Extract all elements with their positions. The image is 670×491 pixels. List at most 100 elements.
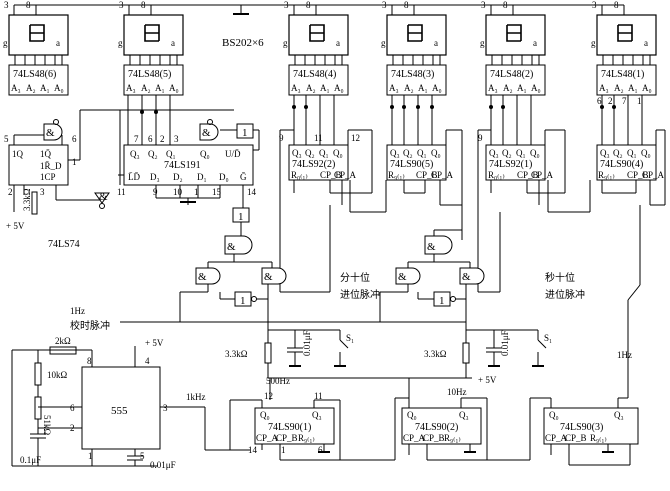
pin-6: 6 <box>70 403 75 413</box>
pin-q1: Q₁ <box>166 149 176 159</box>
pin-1: 1 <box>281 445 286 455</box>
pin-q3: Q₃ <box>130 149 140 159</box>
pin-q3: Q₃ <box>292 148 302 158</box>
pin-5: 5 <box>4 134 9 144</box>
chip-label: 74LS74 <box>48 239 80 250</box>
resistor-label: 51kΩ <box>42 415 52 436</box>
pin-qbar: 1Q̄ <box>40 149 52 159</box>
resistor-label: 3.3kΩ <box>225 349 248 359</box>
pin-11: 11 <box>314 391 323 401</box>
pin-3: 3 <box>40 187 45 197</box>
chip-label: 74LS48(1) <box>601 69 644 80</box>
pin-a2: A₂ <box>306 83 316 93</box>
pin-a2: A₂ <box>503 83 513 93</box>
pin-a1: A₁ <box>155 83 165 93</box>
pin-a3: A₃ <box>126 83 136 93</box>
pin-14: 14 <box>247 187 257 197</box>
minute-carry-label-2: 进位脉冲 <box>340 288 380 301</box>
display-model: BS202×6 <box>222 37 264 49</box>
pin-q1: Q₁ <box>627 148 637 158</box>
pin-q2: Q₂ <box>305 148 315 158</box>
seg-g-label: g <box>381 38 386 48</box>
pin-r9: R₉₍₁₎ <box>590 433 607 443</box>
pin-q0: Q₀ <box>200 149 210 159</box>
pin-r9: R₉₍₁₎ <box>388 170 405 180</box>
plus5v-label: + 5V <box>6 221 25 231</box>
pin-cpa: CP_A <box>545 433 568 443</box>
pin-a1: A₁ <box>517 83 527 93</box>
display-6: 3 8 g a <box>3 0 69 56</box>
svg-text:1: 1 <box>439 295 445 307</box>
pin-cpb: CP_B <box>276 433 298 443</box>
hz10-label: 10Hz <box>447 387 467 397</box>
pin-a2: A₂ <box>614 83 624 93</box>
pin-cpb: CP_B <box>320 170 342 180</box>
gate-tree-minutes: 1 & & & 1 <box>180 200 331 325</box>
pin-q1: Q₁ <box>417 148 427 158</box>
hz1-right-label: 1Hz <box>617 350 632 360</box>
pin-6: 6 <box>318 445 323 455</box>
pin-a2: A₂ <box>141 83 151 93</box>
time-adjust-label: 校时脉冲 <box>70 319 110 332</box>
counter-74ls92-2: Q₃ Q₂ Q₁ Q₀ 74LS92(2) R₀₍₁₎ CP_B CP_A 9 … <box>279 133 360 181</box>
pin-cpa: CP_A <box>256 433 279 443</box>
seg-a-label: a <box>644 38 648 48</box>
counter-74ls90-4: Q₃ Q₂ Q₁ Q₀ 74LS90(4) R₉₍₁₎ CP_B CP_A <box>596 144 665 181</box>
svg-text:1: 1 <box>240 295 246 307</box>
pin-cpa: CP_A <box>431 170 454 180</box>
pin-a0: A₀ <box>54 83 64 93</box>
pin-rd: 1R̄_D <box>40 161 62 171</box>
pin-d3: D₃ <box>150 172 160 182</box>
pin-q: 1Q <box>12 149 24 159</box>
pin-q3: Q₃ <box>459 410 469 420</box>
seg-g-label: g <box>3 38 8 48</box>
resistor-label: 3.3kΩ <box>424 349 447 359</box>
switch-network-left: 3.3kΩ 0.01μF S₁ <box>225 325 354 378</box>
pin-q0: Q₀ <box>260 410 270 420</box>
seg-g-label: g <box>591 38 596 48</box>
chip-label: 74LS90(3) <box>560 422 603 433</box>
decoder-74ls48-4: 74LS48(4) A₃ A₂ A₁ A₀ <box>288 55 349 96</box>
seg-a-label: a <box>533 38 537 48</box>
seg-a-label: a <box>434 38 438 48</box>
svg-text:&: & <box>227 241 236 253</box>
pin-q1: Q₁ <box>516 148 526 158</box>
pin-q2: Q₂ <box>613 148 623 158</box>
pin-10: 10 <box>173 187 183 197</box>
counter-74ls92-1: Q₃ Q₂ Q₁ Q₀ 74LS92(1) R₀₍₁₎ CP_B CP_A 9 <box>478 133 554 181</box>
pin-4: 4 <box>145 356 150 366</box>
pin-2: 2 <box>8 187 13 197</box>
divider-74ls90-1: Q₀ Q₃ 74LS90(1) CP_A CP_B R₉₍₁₎ 12 11 14… <box>229 376 395 461</box>
chip-label: 555 <box>111 405 128 417</box>
svg-text:&: & <box>198 271 207 283</box>
seg-a-label: a <box>171 38 175 48</box>
pin-cpb: CP_B <box>517 170 539 180</box>
pin-g: Ḡ <box>240 172 247 182</box>
minute-carry-label: 分十位 <box>340 271 370 284</box>
decoder-74ls48-3: 74LS48(3) A₃ A₂ A₁ A₀ <box>386 55 447 96</box>
second-carry-label: 秒十位 <box>545 271 575 284</box>
pin-2: 2 <box>608 96 613 106</box>
seg-g-label: g <box>118 38 123 48</box>
pin-a0: A₀ <box>432 83 442 93</box>
pin-6: 6 <box>597 96 602 106</box>
pin-7: 7 <box>622 96 627 106</box>
counter-74ls191: Q₃ Q₂ Q₁ Q₀ U/D̄ 74LS191 L̄D̄ D₃ D₂ D₁ D… <box>117 134 257 208</box>
pin-cpa: CP_A <box>403 433 426 443</box>
pin-11: 11 <box>117 187 126 197</box>
divider-74ls90-3: Q₀ Q₃ 74LS90(3) CP_A CP_B R₉₍₁₎ 1Hz <box>529 230 641 466</box>
pin-11: 11 <box>314 133 323 143</box>
pin-q2: Q₂ <box>403 148 413 158</box>
pin-1: 1 <box>194 187 199 197</box>
resistor-label: 3.3kΩ <box>22 188 32 211</box>
pin-8: 8 <box>87 356 92 366</box>
khz1-label: 1kHz <box>186 392 206 402</box>
display-5: 3 8 g a <box>118 0 184 56</box>
seg-g-label: g <box>283 38 288 48</box>
decoder-74ls48-2: 74LS48(2) A₃ A₂ A₁ A₀ <box>485 55 546 96</box>
pin-a2: A₂ <box>404 83 414 93</box>
resistor-label: 10kΩ <box>47 370 68 380</box>
hz500-label: 500Hz <box>266 376 290 386</box>
divider-74ls90-2: Q₀ Q₃ 74LS90(2) CP_A CP_B R₉₍₁₎ 10Hz <box>394 378 530 461</box>
chip-label: 74LS92(1) <box>489 159 532 170</box>
